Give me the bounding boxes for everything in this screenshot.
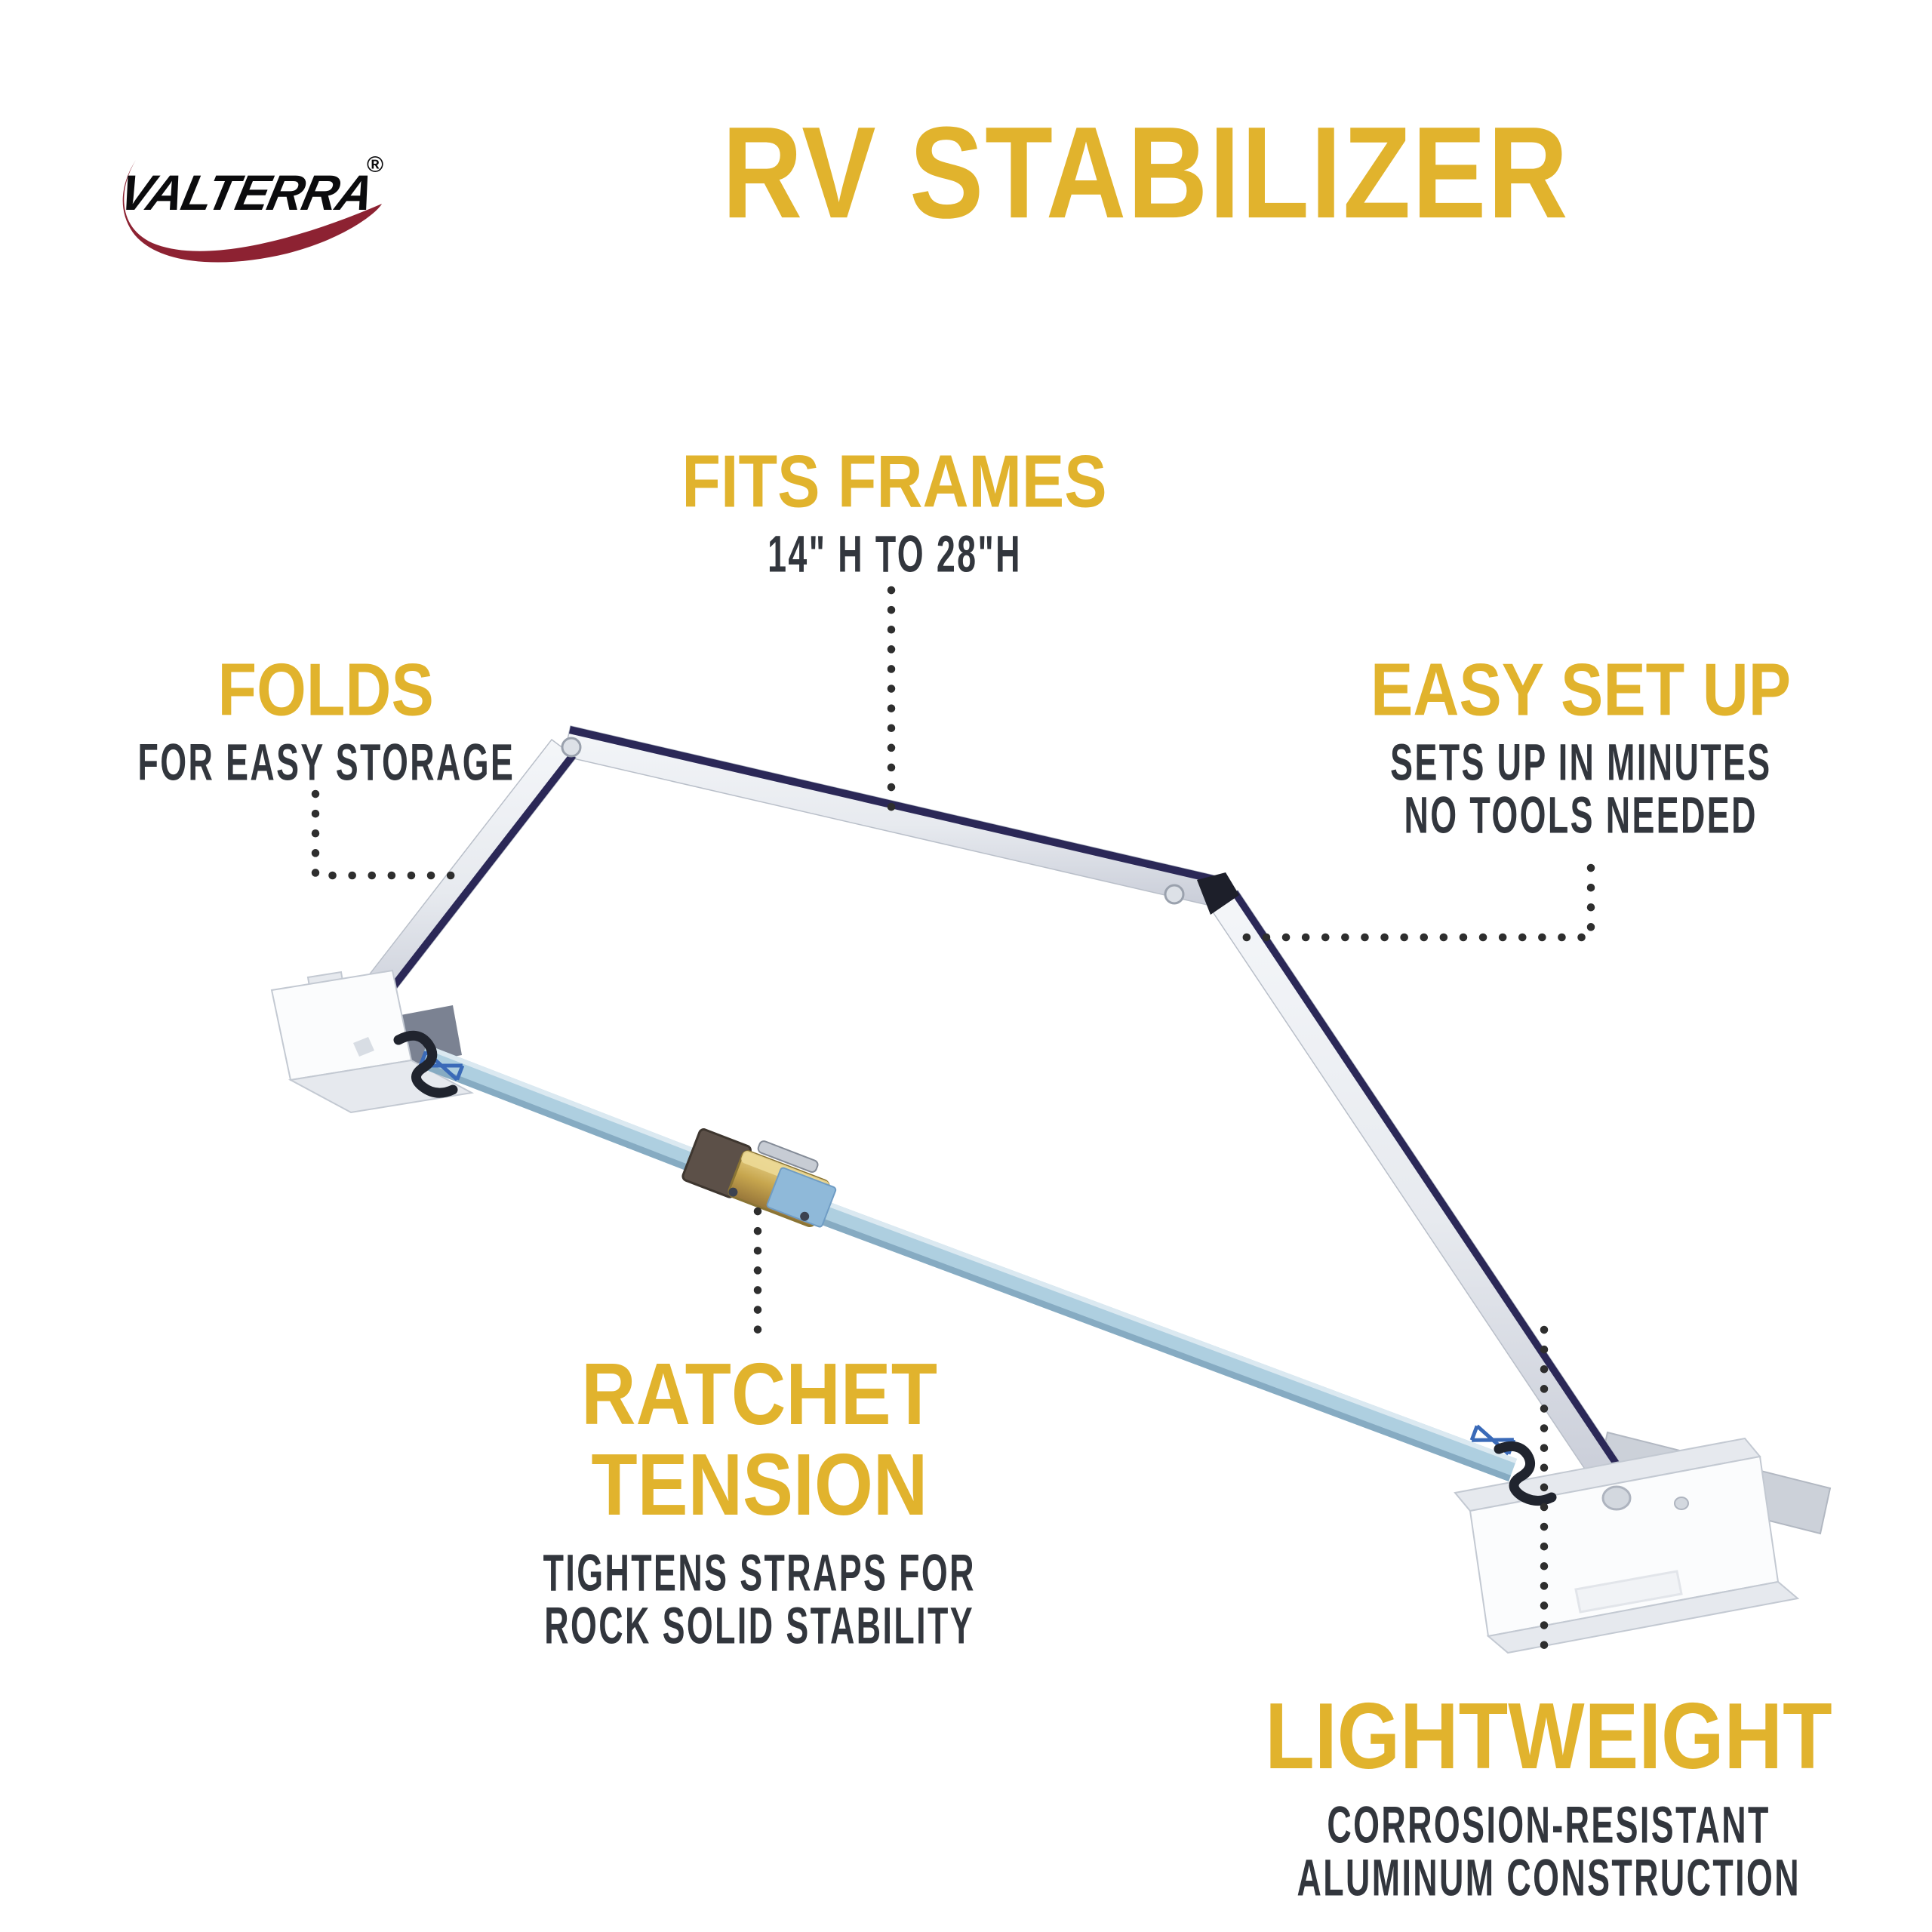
bracket-hole-large xyxy=(1601,1485,1632,1511)
easy-set-up-line2: NO TOOLS NEEDED xyxy=(1404,786,1758,844)
callout-easy-set-up: EASY SET UP SETS UP IN MINUTES NO TOOLS … xyxy=(1204,648,1932,844)
strap-right-segment xyxy=(789,1190,1517,1481)
easy-set-up-leader-line xyxy=(1237,863,1595,942)
stabilizer-right-arm xyxy=(1209,889,1626,1490)
valterra-wordmark: VALTERRA xyxy=(114,166,377,221)
ratchet-line1: TIGHTENS STRAPS FOR xyxy=(543,1543,976,1601)
fits-frames-title: FITS FRAMES xyxy=(681,440,1107,524)
fits-frames-subtitle: 14" H TO 28"H xyxy=(767,525,1022,583)
callout-ratchet-tension: RATCHET TENSION TIGHTENS STRAPS FOR ROCK… xyxy=(382,1345,1137,1654)
joint-bolt-left xyxy=(561,737,582,758)
lightweight-line2: ALUMINUM CONSTRUCTION xyxy=(1297,1848,1801,1906)
ratchet-title-line1: RATCHET xyxy=(581,1345,937,1444)
lightweight-title: LIGHTWEIGHT xyxy=(1265,1683,1832,1789)
bracket-hole-small xyxy=(1674,1497,1689,1510)
callout-folds: FOLDS FOR EASY STORAGE xyxy=(0,648,703,791)
joint-bolt-right xyxy=(1164,884,1185,905)
callout-lightweight: LIGHTWEIGHT CORROSION-RESISTANT ALUMINUM… xyxy=(1171,1683,1926,1906)
page-title: RV STABILIZER xyxy=(721,99,1570,245)
valterra-logo: VALTERRA ® xyxy=(114,152,383,263)
bracket-hole xyxy=(353,1037,374,1057)
folds-leader-line xyxy=(311,789,471,880)
lightweight-line1: CORROSION-RESISTANT xyxy=(1327,1795,1770,1854)
easy-set-up-title: EASY SET UP xyxy=(1371,648,1792,732)
right-s-hook xyxy=(1494,1441,1557,1506)
ratchet-line2: ROCK SOLID STABILITY xyxy=(544,1596,974,1654)
folds-title: FOLDS xyxy=(217,648,435,732)
left-s-hook xyxy=(393,1030,458,1098)
elbow-end-cap xyxy=(1197,872,1239,915)
strap-stitch-right xyxy=(1469,1424,1516,1456)
folds-subtitle: FOR EASY STORAGE xyxy=(137,733,515,791)
ratchet-title-line2: TENSION xyxy=(591,1435,928,1534)
strap-stitch-left xyxy=(418,1050,465,1081)
callout-fits-frames: FITS FRAMES 14" H TO 28"H xyxy=(517,440,1272,583)
valterra-swoosh xyxy=(122,160,382,263)
bracket-emboss xyxy=(1574,1570,1683,1614)
strap-left-segment xyxy=(418,1044,734,1186)
ratchet-buckle xyxy=(681,1128,837,1228)
registered-mark: ® xyxy=(367,152,383,177)
valterra-text: VALTERRA xyxy=(114,166,377,221)
easy-set-up-line1: SETS UP IN MINUTES xyxy=(1390,733,1772,791)
